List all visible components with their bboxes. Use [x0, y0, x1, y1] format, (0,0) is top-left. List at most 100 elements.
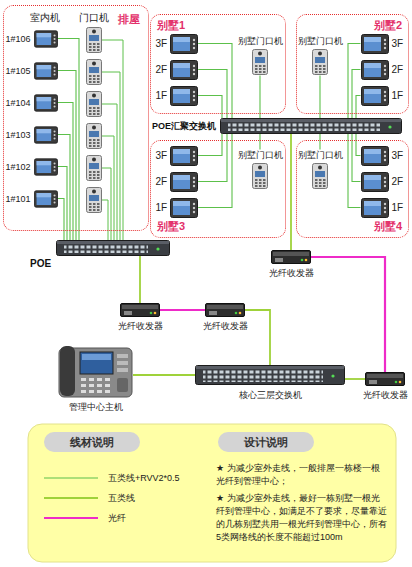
indoor-monitor-icon-shape	[34, 158, 57, 174]
network-cable	[319, 76, 320, 119]
unit-label: 1#105	[6, 66, 31, 76]
unit-label: 2F	[156, 64, 168, 75]
indoor-unit: 3F	[361, 146, 404, 166]
switch-body	[195, 365, 345, 385]
unit-label: 2F	[392, 176, 404, 187]
door-unit-wires	[102, 40, 123, 240]
network-cable	[345, 378, 365, 380]
indoor-unit: 3F	[156, 34, 199, 54]
unit-label: 1#103	[6, 130, 31, 140]
unit-label: 3F	[392, 150, 404, 161]
legend-panel	[28, 424, 396, 562]
unit-label: 1F	[156, 90, 168, 101]
network-cable	[198, 134, 232, 208]
network-cable	[139, 256, 141, 303]
unit-label: 1F	[392, 90, 404, 101]
indoor-monitor-icon	[170, 34, 198, 54]
indoor-monitor-icon-shape	[171, 86, 198, 105]
legend-text: 五类线+RVV2*0.5	[108, 472, 180, 485]
phone-icon	[58, 345, 133, 398]
device-label: 管理中心主机	[69, 402, 123, 413]
column-header: 室内机	[30, 12, 60, 24]
indoor-monitor-icon	[361, 34, 389, 54]
transceiver-icon	[365, 372, 405, 386]
indoor-monitor-icon-shape	[34, 30, 57, 46]
device-label: 核心三层交换机	[239, 390, 302, 401]
door-unit-label: 别墅门口机	[238, 36, 283, 47]
network-cable	[259, 134, 260, 150]
indoor-monitor-icon-shape	[34, 62, 57, 78]
indoor-unit: 1F	[156, 198, 199, 218]
legend-line	[44, 497, 98, 499]
unit-label: 1#106	[6, 34, 31, 44]
switch-ports	[228, 123, 380, 131]
indoor-monitor-icon	[34, 126, 58, 144]
indoor-monitor-icon	[361, 198, 389, 218]
indoor-monitor-icon	[361, 146, 389, 166]
unit-label: 1#101	[6, 194, 31, 204]
door-unit-icon	[312, 162, 328, 190]
cable-legend: 五类线+RVV2*0.5五类线光纤	[42, 468, 212, 528]
fiber-link	[311, 257, 385, 372]
door-wire	[102, 72, 120, 240]
transceiver-icon-shape	[121, 304, 160, 317]
indoor-unit: 1#102	[6, 158, 58, 176]
door-unit-label: 别墅门口机	[298, 36, 343, 47]
device-label: 光纤收发器	[269, 268, 314, 279]
indoor-monitor-icon	[170, 172, 198, 192]
door-wire	[102, 200, 108, 240]
indoor-monitor-icon	[170, 198, 198, 218]
indoor-monitor-icon	[34, 62, 58, 80]
door-unit-icon	[87, 156, 102, 181]
indoor-unit: 3F	[156, 146, 199, 166]
network-cable	[352, 134, 361, 182]
indoor-monitor-icon-shape	[171, 198, 198, 217]
indoor-unit: 1#104	[6, 94, 58, 112]
device-label: 光纤收发器	[363, 390, 408, 401]
network-cable	[58, 135, 70, 241]
switch-ports	[64, 245, 148, 253]
indoor-monitor-icon-shape	[361, 146, 388, 165]
door-unit-icon	[312, 48, 328, 76]
legend-heading: 线材说明	[44, 432, 140, 452]
door-unit-icon-shape	[253, 163, 268, 188]
network-cable	[58, 39, 79, 241]
indoor-monitor-icon	[34, 30, 58, 48]
legend-sample	[42, 473, 100, 483]
region-label-holder: 别墅3	[157, 220, 185, 233]
unit-label: 2F	[392, 64, 404, 75]
switch-led	[331, 374, 334, 377]
door-unit-icon	[87, 60, 102, 85]
legend-sample	[42, 493, 100, 503]
indoor-monitor-icon-shape	[171, 60, 198, 79]
switch-led	[156, 247, 159, 250]
transceiver-icon	[205, 303, 245, 317]
dashed-region: 排屋1#1061#1051#1041#1031#1021#101	[3, 5, 149, 231]
switch-label: POE	[30, 258, 51, 270]
transceiver-icon	[120, 303, 160, 317]
indoor-unit: 1#106	[6, 30, 58, 48]
network-cable	[198, 134, 227, 182]
indoor-monitor-icon-shape	[34, 126, 57, 142]
design-note: ★ 为减少室外走线，一般排屋一栋楼一根光纤到管理中心；	[216, 462, 388, 488]
unit-label: 1#102	[6, 162, 31, 172]
switch-case	[221, 119, 402, 134]
indoor-monitor-icon-shape	[171, 146, 198, 165]
indoor-monitor-icon-shape	[171, 34, 198, 53]
door-unit-label: 别墅门口机	[238, 150, 283, 161]
legend-text: 五类线	[108, 492, 135, 505]
indoor-unit: 2F	[361, 60, 404, 80]
legend-row: 五类线+RVV2*0.5	[42, 468, 212, 488]
core-switch: 核心三层交换机	[195, 365, 345, 385]
indoor-monitor-icon-shape	[361, 86, 388, 105]
device-label-holder: 光纤收发器	[269, 268, 314, 279]
network-cable	[356, 134, 361, 156]
fiber-transceiver: 光纤收发器	[205, 303, 245, 317]
switch-highlight	[221, 119, 401, 122]
indoor-monitor-icon-shape	[361, 172, 388, 191]
design-notes: ★ 为减少室外走线，一般排屋一栋楼一根光纤到管理中心；★ 为减少室外走线，最好一…	[216, 462, 388, 548]
indoor-monitor-icon-shape	[34, 94, 57, 110]
villa-door-unit: 别墅门口机	[298, 36, 343, 76]
